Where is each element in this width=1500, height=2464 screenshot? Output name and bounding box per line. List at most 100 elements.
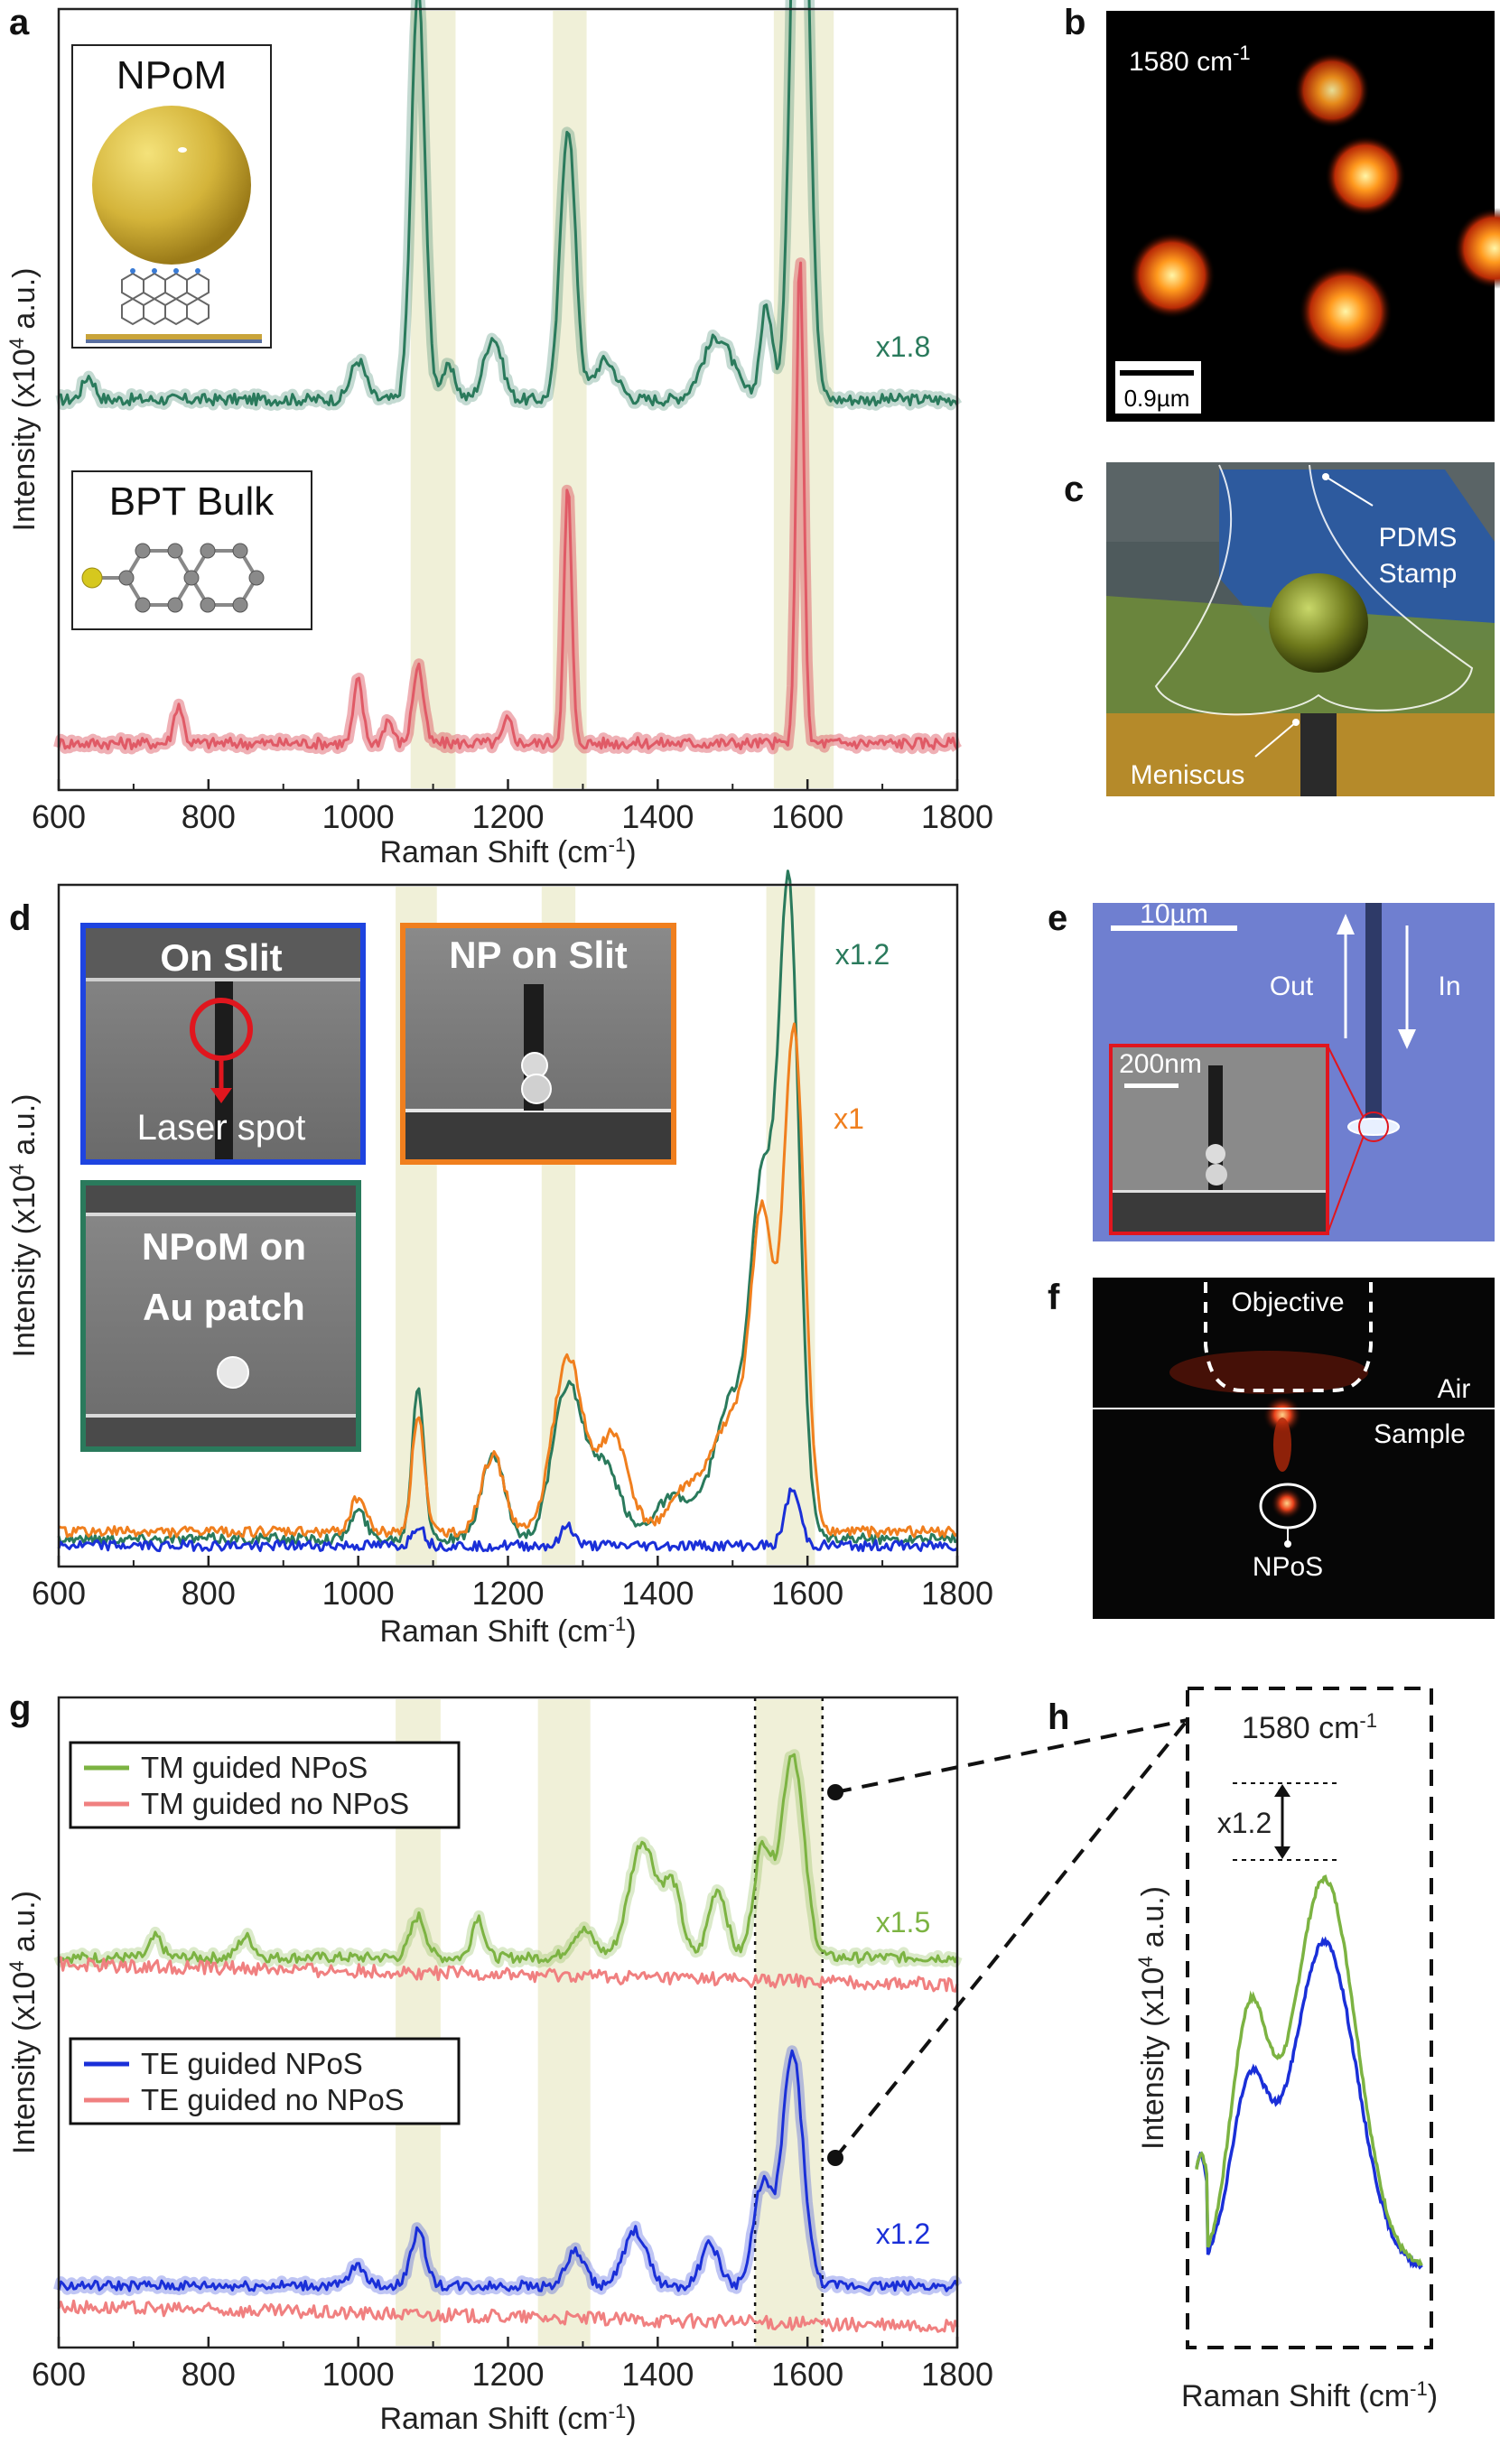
panel-label-a: a	[9, 3, 30, 42]
zoom-title: 1580 cm-1	[1242, 1709, 1377, 1745]
pdms-label-1: PDMS	[1379, 523, 1458, 553]
zoom-connectors	[834, 1718, 1189, 2160]
x-tick-label: 1800	[921, 798, 993, 835]
x-tick-label: 1200	[471, 798, 544, 835]
pdms-stamp-schematic: PDMS Stamp Meniscus	[1106, 462, 1495, 796]
scale-factor-label: x1.2	[835, 938, 890, 971]
x-tick-label: 1600	[771, 1575, 843, 1612]
x-tick-label: 1600	[771, 798, 843, 835]
series-line-2	[57, 1487, 958, 1553]
x-tick-label: 800	[182, 798, 236, 835]
zoom-series-line	[1195, 1936, 1423, 2270]
x-tick-label: 800	[182, 2356, 236, 2393]
in-label: In	[1438, 972, 1460, 1001]
on-slit-title: On Slit	[160, 936, 282, 979]
x-tick-label: 1000	[322, 798, 395, 835]
highlight-band	[410, 11, 456, 788]
x-tick-label: 800	[182, 1575, 236, 1612]
x-tick-label: 1000	[322, 2356, 395, 2393]
inset-bpt-title: BPT Bulk	[109, 479, 275, 524]
inset-npom: NPoM	[71, 44, 272, 349]
y-axis-label: Intensity (x104 a.u.)	[5, 1094, 42, 1358]
x-tick-label: 1600	[771, 2356, 843, 2393]
series-line-1	[58, 1022, 958, 1539]
x-tick-label: 1400	[621, 1575, 694, 1612]
panel-label-f: f	[1048, 1278, 1060, 1317]
legend-box	[69, 1741, 461, 1829]
x-tick-label: 600	[32, 1575, 86, 1612]
sers-map-image: 1580 cm-1 0.9µm	[1106, 11, 1500, 422]
panel-label-h: h	[1048, 1697, 1069, 1737]
zoom-series-line	[1195, 1874, 1423, 2267]
series-line-0	[58, 0, 959, 407]
sem-on-slit: On Slit Laser spot	[80, 923, 366, 1165]
legend-label: TE guided no NPoS	[141, 2083, 405, 2116]
arrow-down-icon	[210, 1088, 232, 1103]
x-tick-label: 1200	[471, 2356, 544, 2393]
panel-label-b: b	[1064, 3, 1085, 42]
y-axis-label: Intensity (x104 a.u.)	[5, 1891, 42, 2154]
arrow-down-icon	[1398, 1029, 1416, 1049]
x-tick-label: 1200	[471, 1575, 544, 1612]
objective-label: Objective	[1231, 1288, 1344, 1317]
x-tick-label: 1000	[322, 1575, 395, 1612]
map-scale-bar-label: 0.9µm	[1124, 385, 1190, 412]
air-label: Air	[1438, 1374, 1471, 1404]
npom-au-title-2: Au patch	[143, 1286, 305, 1328]
panel-label-d: d	[9, 898, 31, 938]
x-axis-label: Raman Shift (cm-1)	[379, 1613, 636, 1649]
legend-box	[69, 2037, 461, 2125]
panel-label-g: g	[9, 1688, 31, 1728]
inset-bpt-bulk: BPT Bulk	[71, 470, 312, 630]
inset-npom-title: NPoM	[116, 53, 227, 98]
scale-factor-label: x1	[834, 1102, 864, 1135]
cross-section-image: Objective Air Sample NPoS	[1093, 1278, 1495, 1619]
meniscus-label: Meniscus	[1131, 760, 1245, 790]
legend-label: TM guided NPoS	[141, 1751, 368, 1784]
x-tick-label: 600	[32, 2356, 86, 2393]
gold-nanoparticle-icon	[92, 106, 251, 265]
laser-spot-label: Laser spot	[137, 1108, 306, 1148]
waveguide-scale-label: 10µm	[1140, 899, 1208, 929]
series-line-2	[57, 2049, 959, 2292]
highlight-band	[766, 887, 815, 1565]
x-tick-label: 1400	[621, 798, 694, 835]
scale-factor-label: x1.5	[876, 1906, 930, 1939]
x-axis-label: Raman Shift (cm-1)	[379, 2400, 636, 2436]
y-axis-label: Intensity (x104 a.u.)	[5, 268, 42, 532]
legend-label: TE guided NPoS	[141, 2047, 363, 2080]
sem-npom-on-au: NPoM on Au patch	[80, 1180, 361, 1452]
series-line-1	[57, 261, 959, 751]
highlight-band	[537, 1699, 591, 2346]
panel-label-c: c	[1064, 470, 1084, 509]
map-wavenumber-label: 1580 cm-1	[1129, 42, 1251, 77]
series-line-1	[58, 1956, 959, 1993]
np-on-slit-title: NP on Slit	[449, 934, 628, 976]
x-tick-label: 1800	[921, 2356, 993, 2393]
npom-au-title-1: NPoM on	[142, 1225, 306, 1268]
molecule-lattice-icon	[121, 272, 210, 326]
series-line-0	[57, 1753, 959, 1965]
legend-label: TM guided no NPoS	[141, 1787, 409, 1820]
panel-label-e: e	[1048, 898, 1067, 938]
sem-np-on-slit: NP on Slit	[400, 923, 676, 1165]
x-axis-label: Raman Shift (cm-1)	[379, 833, 636, 869]
sample-label: Sample	[1374, 1419, 1466, 1449]
x-tick-label: 600	[32, 798, 86, 835]
x-tick-label: 1800	[921, 1575, 993, 1612]
pdms-label-2: Stamp	[1379, 559, 1458, 589]
series-line-3	[57, 2299, 959, 2333]
zoom-y-label: Intensity (x104 a.u.)	[1134, 1886, 1170, 2150]
scale-factor-label: x1.2	[876, 2218, 930, 2250]
zoom-frame	[1186, 1687, 1433, 2349]
chart-panel-g: x1.5 x1.2 600 800 1000 1200 1400 1600 1800Raman …	[5, 1696, 993, 2436]
x-tick-label: 1400	[621, 2356, 694, 2393]
zoom-x-label: Raman Shift (cm-1)	[1181, 2377, 1438, 2413]
ratio-label: x1.2	[1217, 1807, 1272, 1839]
out-label: Out	[1270, 972, 1314, 1001]
sem-scale-label: 200nm	[1119, 1049, 1202, 1079]
